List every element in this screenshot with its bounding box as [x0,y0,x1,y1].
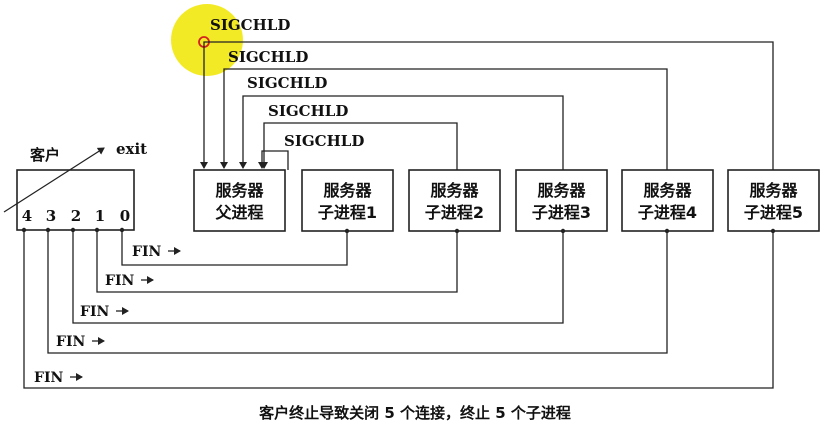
sigchld-label-3: SIGCHLD [247,74,327,92]
sigchld-line-2 [260,122,458,170]
fin-line-child-1 [121,231,348,266]
server-child-3-line2: 子进程3 [532,203,591,222]
sigchld-label-2: SIGCHLD [268,102,348,120]
port-dot-1 [94,227,100,233]
server-child-1-line2: 子进程1 [318,203,377,222]
server-child-3-line1: 服务器 [537,181,586,200]
port-dot-0 [119,227,125,233]
child-3-dot [560,228,566,234]
sigchld-label-5: SIGCHLD [210,16,290,34]
client-box [16,169,135,231]
server-parent-box [193,169,286,232]
exit-label: exit [116,140,147,158]
server-parent-line1: 服务器 [215,181,264,200]
client-port-1: 1 [95,207,105,225]
server-child-3-box [515,169,608,232]
fin-label-4: FIN [56,334,85,350]
server-parent-line2: 父进程 [214,203,263,222]
fin-label-2: FIN [105,273,134,289]
server-child-1-line1: 服务器 [323,181,372,200]
server-child-1-box [301,169,394,232]
server-child-4-line2: 子进程4 [638,203,697,222]
port-dot-4 [21,227,27,233]
child-4-dot [664,228,670,234]
server-child-2-line1: 服务器 [430,181,479,200]
sigchld-line-3 [239,95,564,170]
server-child-4-line1: 服务器 [643,181,692,200]
child-2-dot [454,228,460,234]
server-child-2-box [408,169,501,232]
sigchld-label-1: SIGCHLD [284,132,364,150]
fin-line-child-4 [47,231,668,354]
server-child-5-box [727,169,820,232]
client-port-4: 4 [22,207,32,225]
client-port-3: 3 [46,207,56,225]
fin-label-1: FIN [132,244,161,260]
fin-line-child-3 [72,231,564,324]
exit-arrow [3,147,105,213]
client-label: 客户 [29,146,60,164]
server-child-5-line1: 服务器 [749,181,798,200]
sigchld-line-4 [220,68,668,170]
server-child-2-line2: 子进程2 [425,203,484,222]
client-port-2: 2 [71,207,81,225]
port-dot-2 [70,227,76,233]
caption: 客户终止导致关闭 5 个连接，终止 5 个子进程 [258,404,571,422]
server-child-5-line2: 子进程5 [744,203,803,222]
child-5-dot [770,228,776,234]
port-dot-3 [45,227,51,233]
sigchld-line-5 [200,41,774,170]
fin-line-child-5 [23,231,774,389]
client-port-0: 0 [120,207,130,225]
fin-label-5: FIN [34,370,63,386]
sigchld-label-4: SIGCHLD [228,48,308,66]
fin-label-3: FIN [80,304,109,320]
fin-line-child-2 [96,231,458,293]
cursor-highlight [171,4,243,76]
child-1-dot [344,228,350,234]
sigchld-line-1 [258,150,289,170]
